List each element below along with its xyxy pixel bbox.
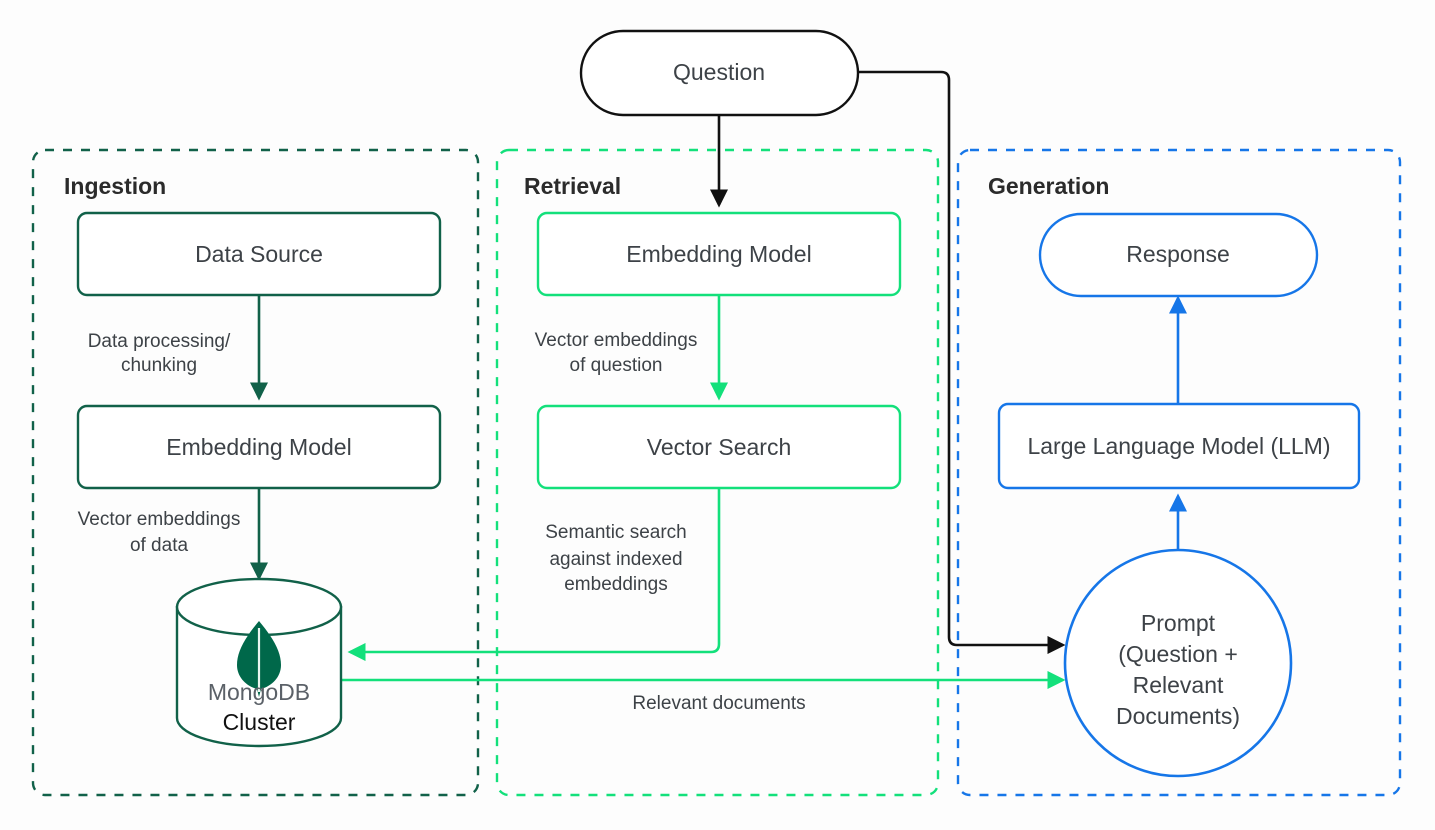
edge-label-data-processing-line-2: chunking <box>121 355 197 376</box>
node-question[interactable]: Question <box>579 29 860 117</box>
node-question-label: Question <box>673 59 765 85</box>
node-retrieval-embedding-shape <box>536 211 902 297</box>
lane-border-retrieval <box>495 148 940 797</box>
node-retrieval-embedding-label: Embedding Model <box>626 241 811 267</box>
lane-retrieval: Retrieval <box>495 148 940 797</box>
edge-label-vector-data-line-2: of data <box>130 535 189 556</box>
edge-label-data-processing-line-1: Data processing/ <box>88 331 231 352</box>
node-prompt[interactable]: Prompt (Question + Relevant Documents) <box>1063 548 1293 778</box>
edge-label-semantic-search: Semantic search against indexed embeddin… <box>545 522 687 595</box>
lane-border-generation <box>956 148 1402 797</box>
edge-label-semantic-line-1: Semantic search <box>545 522 687 543</box>
node-response[interactable]: Response <box>1038 212 1319 298</box>
node-ingestion-embedding-label: Embedding Model <box>166 434 351 460</box>
node-mongodb-cluster[interactable]: MongoDB Cluster <box>175 577 343 748</box>
edge-label-semantic-line-3: embeddings <box>564 574 668 595</box>
node-prompt-line-4: Documents) <box>1116 703 1240 729</box>
node-ingestion-embedding-shape <box>76 404 442 490</box>
lane-title-generation: Generation <box>988 173 1109 199</box>
node-ingestion-embedding-model[interactable]: Embedding Model <box>76 404 442 490</box>
node-llm-label: Large Language Model (LLM) <box>1027 433 1330 459</box>
node-data-source-shape <box>76 211 442 297</box>
node-response-label: Response <box>1126 241 1230 267</box>
node-data-source-label: Data Source <box>195 241 323 267</box>
edge-label-vector-data-line-1: Vector embeddings <box>78 509 241 530</box>
edge-label-semantic-line-2: against indexed <box>549 549 682 570</box>
node-retrieval-embedding-model[interactable]: Embedding Model <box>536 211 902 297</box>
node-prompt-shape <box>1063 548 1293 778</box>
node-llm-shape <box>997 402 1361 490</box>
node-vector-search-label: Vector Search <box>647 434 791 460</box>
node-question-shape <box>579 29 860 117</box>
node-vector-search[interactable]: Vector Search <box>536 404 902 490</box>
edge-label-vector-embeddings-of-data: Vector embeddings of data <box>78 509 241 556</box>
node-data-source[interactable]: Data Source <box>76 211 442 297</box>
lane-ingestion: Ingestion <box>31 148 480 797</box>
edge-question-to-prompt <box>858 70 1066 655</box>
lane-title-ingestion: Ingestion <box>64 173 166 199</box>
lane-generation: Generation <box>956 148 1402 797</box>
node-prompt-line-1: Prompt <box>1141 610 1216 636</box>
edge-label-vector-question-line-2: of question <box>570 355 663 376</box>
edge-label-data-processing: Data processing/ chunking <box>88 331 231 376</box>
lane-title-retrieval: Retrieval <box>524 173 621 199</box>
node-llm[interactable]: Large Language Model (LLM) <box>997 402 1361 490</box>
node-prompt-line-2: (Question + <box>1118 641 1238 667</box>
node-prompt-line-3: Relevant <box>1133 672 1224 698</box>
edge-label-vector-question-line-1: Vector embeddings <box>535 330 698 351</box>
edge-label-relevant-documents-text: Relevant documents <box>632 693 805 714</box>
node-vector-search-shape <box>536 404 902 490</box>
node-mongodb-label: MongoDB <box>208 679 310 705</box>
mongodb-leaf-icon <box>237 621 281 697</box>
edge-vectorsearch-to-mongodb <box>347 489 721 662</box>
edge-label-relevant-documents: Relevant documents <box>632 693 805 714</box>
node-mongodb-sublabel: Cluster <box>223 709 296 735</box>
edge-label-vector-embeddings-of-question: Vector embeddings of question <box>535 330 698 376</box>
node-response-shape <box>1038 212 1319 298</box>
